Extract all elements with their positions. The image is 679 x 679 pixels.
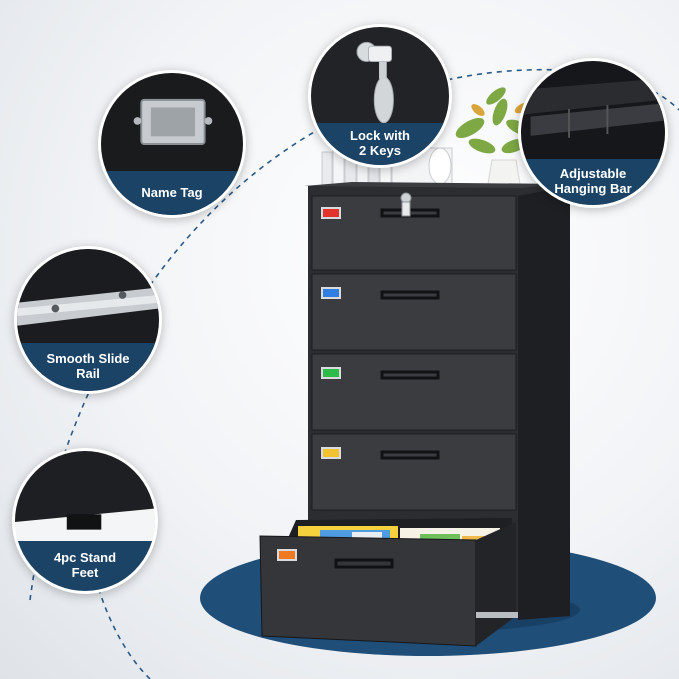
feature-stand-feet: 4pc Stand Feet [12, 448, 158, 594]
cabinet-body [259, 182, 570, 647]
lock-caption: Lock with 2 Keys [311, 123, 449, 165]
feature-hanging-bar: Adjustable Hanging Bar [518, 58, 668, 208]
label-holders [277, 207, 341, 561]
feature-slide-rail: Smooth Slide Rail [14, 246, 162, 394]
name-tag-caption: Name Tag [101, 171, 243, 215]
stand-feet-caption: 4pc Stand Feet [15, 541, 155, 591]
feature-lock: Lock with 2 Keys [308, 24, 452, 168]
feature-name-tag: Name Tag [98, 70, 246, 218]
hanging-bar-caption: Adjustable Hanging Bar [521, 159, 665, 205]
slide-rail-caption: Smooth Slide Rail [17, 343, 159, 391]
cabinet-lock [400, 192, 412, 217]
